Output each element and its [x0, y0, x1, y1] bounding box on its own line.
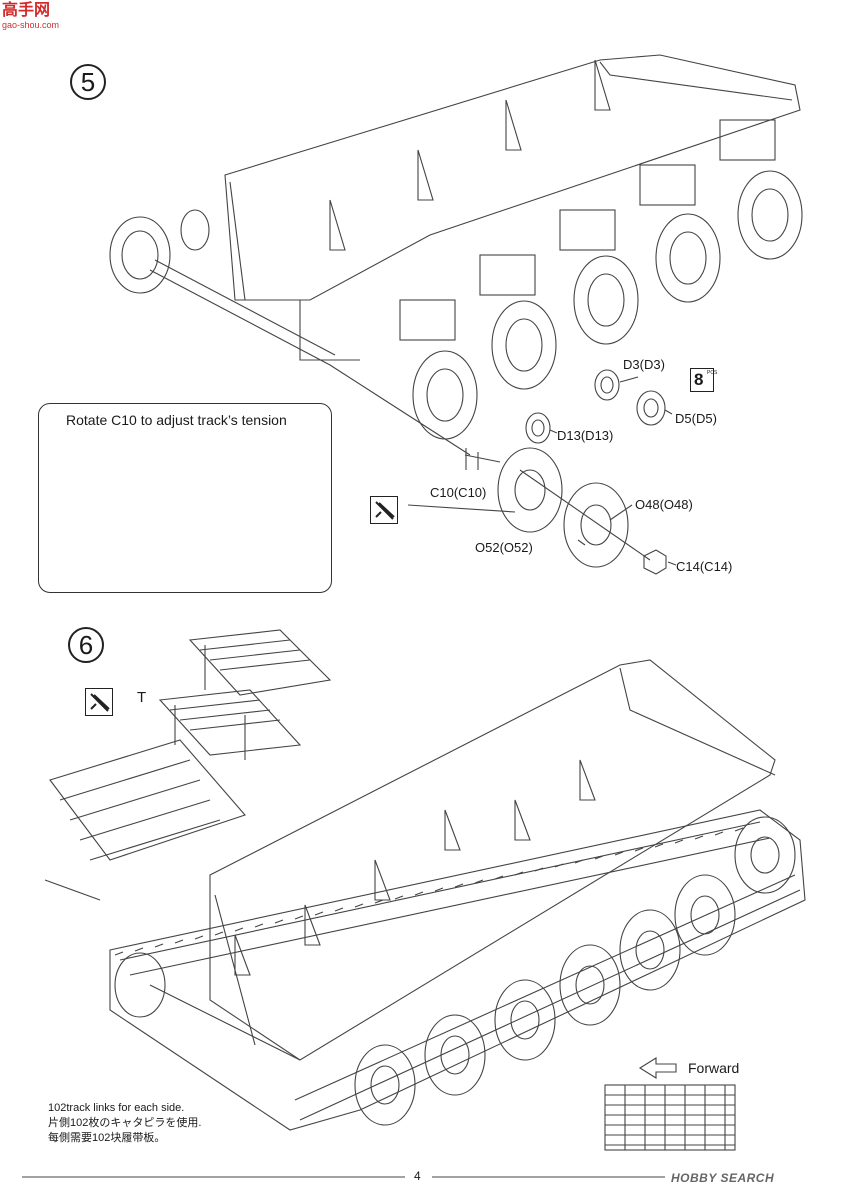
watermark-hobbysearch: HOBBY SEARCH — [671, 1171, 775, 1185]
watermark-brand: 高手网 — [2, 2, 51, 19]
cut-knife-icon-step6 — [85, 688, 113, 716]
quantity-unit: PCS — [707, 370, 718, 376]
part-label-c10: C10(C10) — [430, 485, 487, 500]
quantity-badge: 8 PCS — [690, 368, 718, 392]
track-count-note: 102track links for each side. 片側102枚のキャタ… — [48, 1101, 201, 1146]
note-line-chinese: 每側需要102块履带板。 — [48, 1132, 166, 1144]
page-number: 4 — [414, 1169, 421, 1183]
watermark-gaoshou: 高手网 gao-shou.com — [2, 2, 59, 30]
knife-icon — [375, 501, 395, 520]
knife-icon — [90, 693, 110, 712]
part-label-o48: O48(O48) — [635, 497, 693, 512]
step-number-5: 5 — [70, 64, 106, 100]
part-label-d13: D13(D13) — [557, 428, 614, 443]
quantity-count: 8 — [694, 370, 704, 389]
cut-knife-icon — [370, 496, 398, 524]
note-line-english: 102track links for each side. — [48, 1102, 185, 1114]
part-label-o52: O52(O52) — [475, 540, 533, 555]
part-label-d3: D3(D3) — [623, 357, 665, 372]
part-label-c14: C14(C14) — [676, 559, 733, 574]
step-number-6: 6 — [68, 627, 104, 663]
watermark-url: gao-shou.com — [2, 20, 60, 30]
forward-label: Forward — [688, 1060, 740, 1076]
inset-title: Rotate C10 to adjust track’s tension — [66, 412, 287, 428]
tension-inset: Rotate C10 to adjust track’s tension — [38, 403, 332, 593]
note-line-japanese: 片側102枚のキャタピラを使用. — [48, 1117, 202, 1129]
part-label-d5: D5(D5) — [675, 411, 717, 426]
track-part-label: T — [137, 689, 147, 706]
